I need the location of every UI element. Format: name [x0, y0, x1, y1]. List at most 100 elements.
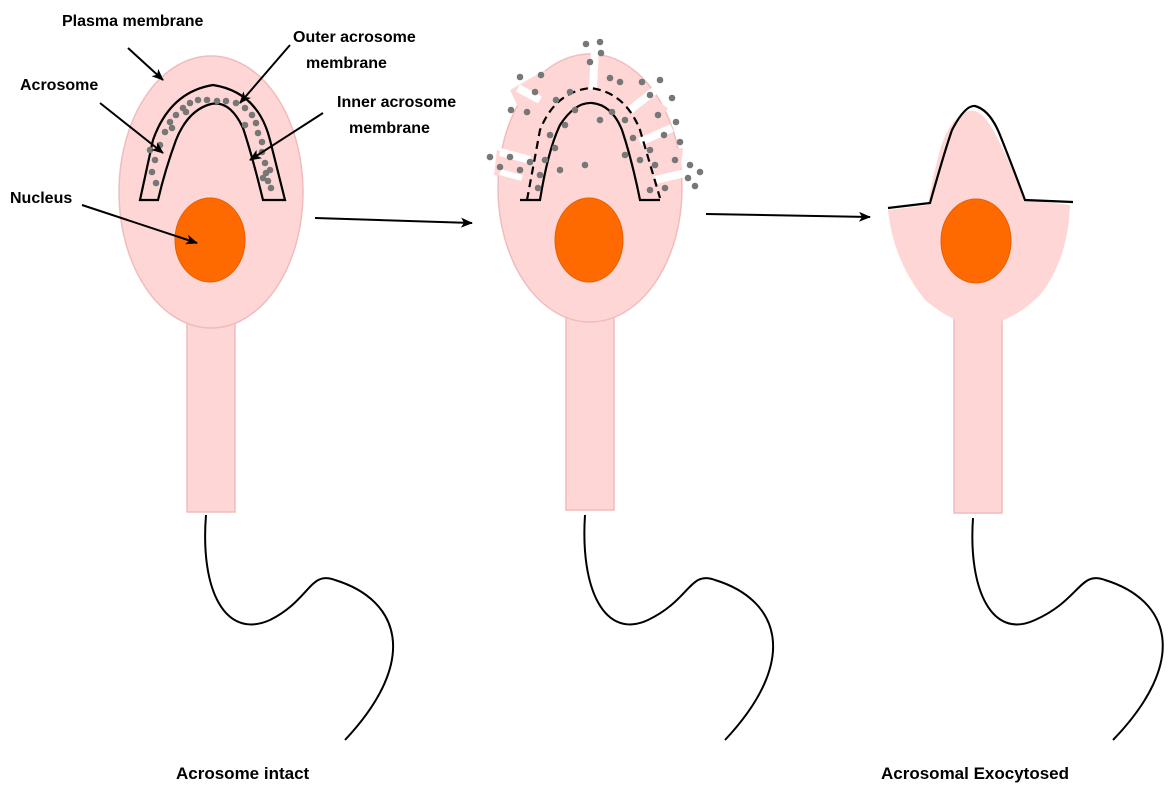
- granule: [195, 97, 202, 104]
- granule: [582, 162, 589, 169]
- granule: [607, 75, 614, 82]
- granule: [617, 79, 624, 86]
- arrow-stage1-to-stage2: [315, 218, 472, 223]
- granule: [507, 154, 514, 161]
- granule: [249, 112, 256, 119]
- label-inner-acrosome-membrane-2: membrane: [349, 120, 430, 137]
- granule: [652, 162, 659, 169]
- label-outer-acrosome-membrane-2: membrane: [306, 55, 387, 72]
- granule: [242, 122, 249, 129]
- granule: [655, 112, 662, 119]
- label-inner-acrosome-membrane-1: Inner acrosome: [337, 94, 456, 111]
- granule: [647, 92, 654, 99]
- granule: [677, 139, 684, 146]
- granule: [598, 50, 605, 57]
- granule: [167, 119, 174, 126]
- granule: [152, 157, 159, 164]
- granule: [647, 187, 654, 194]
- granule: [223, 98, 230, 105]
- label-nucleus: Nucleus: [10, 190, 72, 207]
- granule: [597, 39, 604, 46]
- granule: [572, 107, 579, 114]
- granule: [637, 157, 644, 164]
- granule: [647, 147, 654, 154]
- granule: [169, 125, 176, 132]
- granule: [597, 117, 604, 124]
- label-plasma-membrane: Plasma membrane: [62, 13, 204, 30]
- pointer-plasma-membrane: [128, 48, 163, 80]
- granule: [260, 175, 267, 182]
- granule: [162, 129, 169, 136]
- granule: [662, 185, 669, 192]
- granule: [524, 109, 531, 116]
- granule: [672, 157, 679, 164]
- granule: [233, 100, 240, 107]
- stage-intact-sperm: [119, 56, 393, 740]
- granule: [255, 130, 262, 137]
- granule: [242, 105, 249, 112]
- granule: [692, 183, 699, 190]
- granule: [262, 160, 269, 167]
- granule: [267, 167, 274, 174]
- granule: [153, 180, 160, 187]
- granule: [214, 98, 221, 105]
- granule: [147, 147, 154, 154]
- granule: [157, 142, 164, 149]
- granule: [173, 112, 180, 119]
- granule: [497, 164, 504, 171]
- granule: [609, 109, 616, 116]
- granule: [517, 167, 524, 174]
- granule: [583, 41, 590, 48]
- granule: [562, 122, 569, 129]
- caption-acrosome-intact: Acrosome intact: [176, 764, 310, 783]
- granule: [535, 185, 542, 192]
- midpiece: [187, 300, 235, 512]
- granule: [697, 169, 704, 176]
- label-acrosome: Acrosome: [20, 77, 98, 94]
- granule: [542, 157, 549, 164]
- granule: [567, 89, 574, 96]
- granule: [187, 100, 194, 107]
- granule: [204, 97, 211, 104]
- granule: [685, 175, 692, 182]
- granule: [673, 119, 680, 126]
- granule: [527, 159, 534, 166]
- granule: [630, 135, 637, 142]
- granule: [538, 72, 545, 79]
- granule: [587, 59, 594, 66]
- granule: [508, 107, 515, 114]
- granule: [557, 167, 564, 174]
- granule: [552, 145, 559, 152]
- granule: [553, 97, 560, 104]
- flagellum: [584, 515, 773, 740]
- granule: [268, 185, 275, 192]
- granule: [657, 77, 664, 84]
- flagellum: [205, 515, 393, 740]
- nucleus: [941, 199, 1011, 283]
- granule: [687, 162, 694, 169]
- arrow-stage2-to-stage3: [706, 214, 870, 217]
- granule: [622, 152, 629, 159]
- label-outer-acrosome-membrane-1: Outer acrosome: [293, 29, 416, 46]
- granule: [537, 172, 544, 179]
- granule: [669, 95, 676, 102]
- sperm-head: [119, 56, 303, 328]
- granule: [183, 109, 190, 116]
- granule: [547, 132, 554, 139]
- midpiece: [566, 295, 614, 510]
- granule: [259, 139, 266, 146]
- stage-exocytosed-sperm: [888, 106, 1163, 740]
- granule: [149, 169, 156, 176]
- granule: [517, 74, 524, 81]
- granule: [532, 89, 539, 96]
- nucleus: [555, 198, 623, 282]
- flagellum: [972, 518, 1162, 740]
- granule: [661, 132, 668, 139]
- granule: [622, 117, 629, 124]
- stage-reacting-sperm: [487, 39, 773, 740]
- granule: [639, 79, 646, 86]
- caption-acrosomal-exocytosed: Acrosomal Exocytosed: [881, 764, 1069, 783]
- granule: [487, 154, 494, 161]
- granule: [253, 120, 260, 127]
